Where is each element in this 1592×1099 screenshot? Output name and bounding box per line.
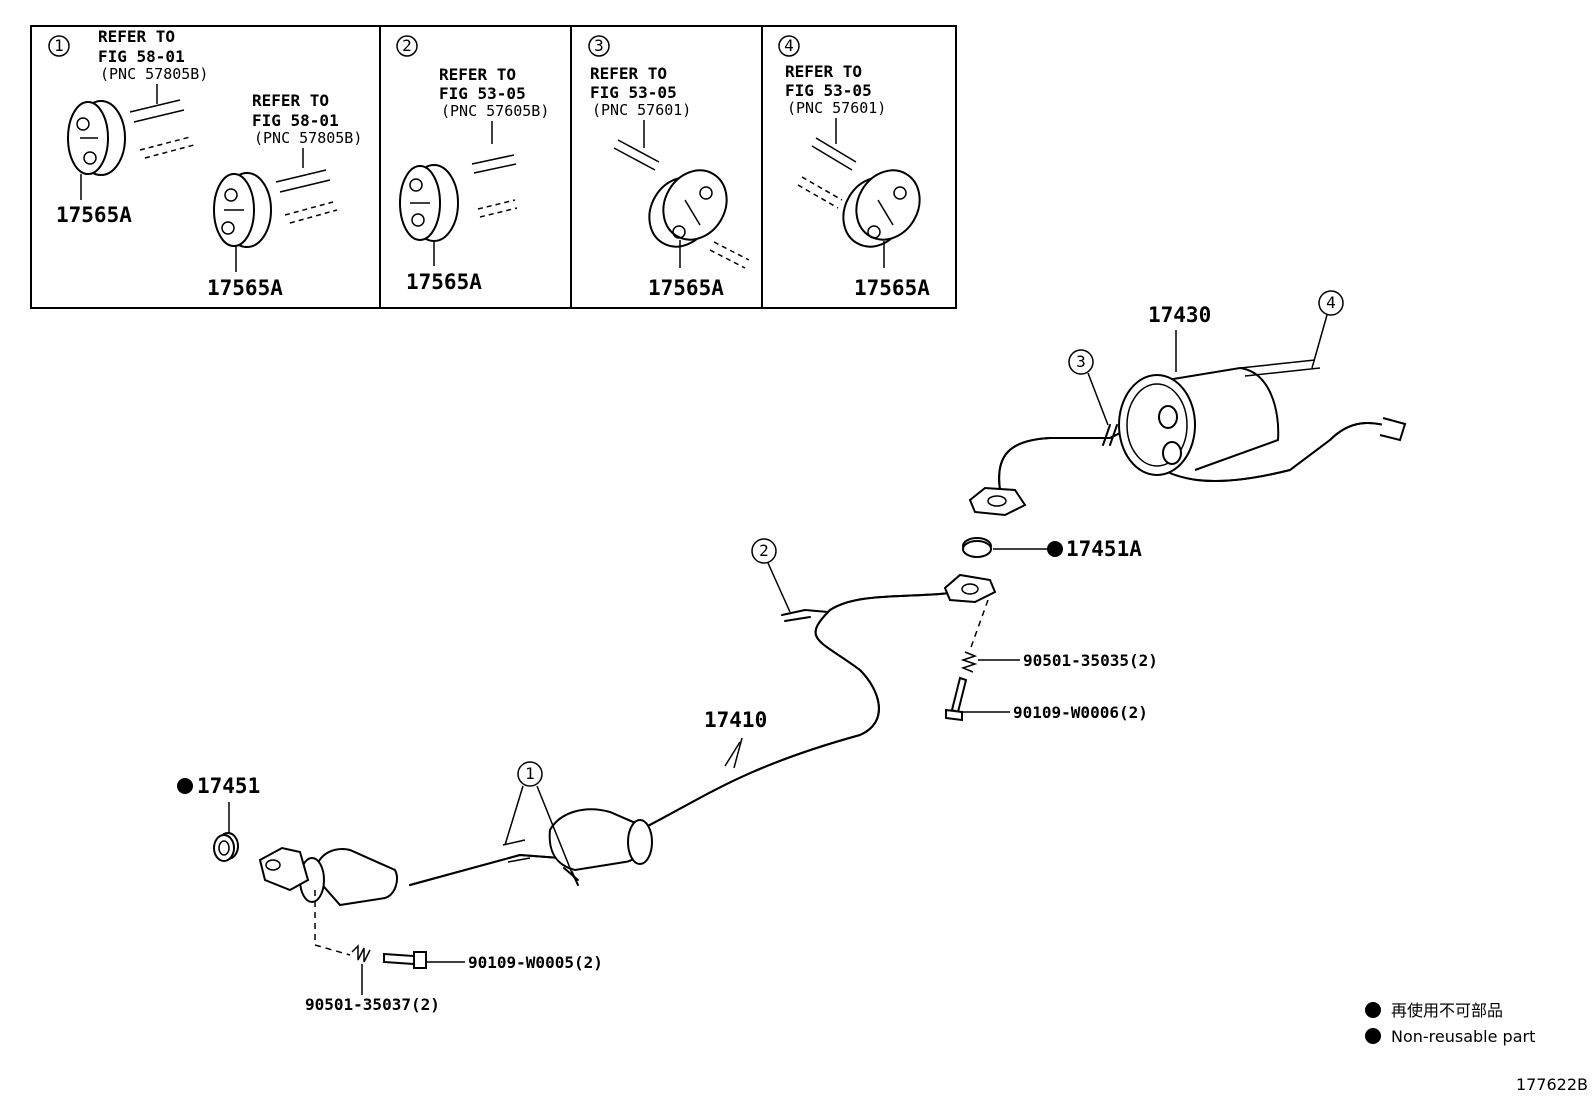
spring-icon (351, 944, 371, 963)
inset-2: 2 REFER TO FIG 53-05 (PNC 57605B) 17565A (396, 35, 549, 294)
inset-4-part: 17565A (854, 276, 930, 300)
inset-3: 3 REFER TO FIG 53-05 (PNC 57601) 17565A (588, 35, 750, 300)
inset-1-ref-b-line1: REFER TO (252, 91, 329, 110)
part-90501-35037-label: 90501-35037(2) (305, 995, 440, 1014)
inset-1-callout: 1 (54, 36, 64, 55)
spring-icon (960, 651, 978, 673)
inset-1-part-a: 17565A (56, 203, 132, 227)
inset-2-ref-line1: REFER TO (439, 65, 516, 84)
inset-1-ref-a-line1: REFER TO (98, 27, 175, 46)
inset-2-ref-pnc: (PNC 57605B) (441, 102, 549, 120)
inset-2-part: 17565A (406, 270, 482, 294)
inset-3-callout: 3 (594, 36, 604, 55)
inset-1-ref-b-pnc: (PNC 57805B) (254, 129, 362, 147)
inset-4-callout: 4 (784, 36, 794, 55)
gasket-ring-icon (962, 537, 992, 558)
non-reusable-dot-icon (1365, 1028, 1381, 1044)
callout-4: 4 (1326, 293, 1336, 312)
inset-4-ref-line2: FIG 53-05 (785, 81, 872, 100)
bolt-icon (945, 676, 968, 722)
inset-panels (30, 25, 957, 309)
rubber-hanger-icon (648, 169, 728, 248)
part-17410-label: 17410 (704, 708, 767, 732)
inset-3-ref-line2: FIG 53-05 (590, 83, 677, 102)
inset-1: 1 REFER TO FIG 58-01 (PNC 57805B) 17565A… (48, 27, 362, 300)
inset-1-ref-a-pnc: (PNC 57805B) (100, 65, 208, 83)
callout-1: 1 (525, 764, 535, 783)
legend: 再使用不可部品 Non-reusable part (1365, 1001, 1535, 1046)
non-reusable-dot-icon (177, 778, 193, 794)
legend-jp: 再使用不可部品 (1391, 1001, 1503, 1020)
inset-3-part: 17565A (648, 276, 724, 300)
inset-4-ref-line1: REFER TO (785, 62, 862, 81)
gasket-ring-icon (213, 832, 239, 862)
rubber-hanger-icon (399, 164, 459, 242)
rubber-hanger-icon (67, 100, 126, 176)
inset-1-part-b: 17565A (207, 276, 283, 300)
tail-pipe-muffler (968, 359, 1407, 517)
part-17451-label: 17451 (197, 774, 260, 798)
inset-2-ref-line2: FIG 53-05 (439, 84, 526, 103)
inset-1-ref-a-line2: FIG 58-01 (98, 47, 185, 66)
part-17430-label: 17430 (1148, 303, 1211, 327)
inset-1-ref-b-line2: FIG 58-01 (252, 111, 339, 130)
bolt-icon (383, 951, 427, 969)
inset-3-ref-line1: REFER TO (590, 64, 667, 83)
inset-4-ref-pnc: (PNC 57601) (787, 99, 886, 117)
legend-en: Non-reusable part (1391, 1027, 1535, 1046)
front-exhaust-pipe (258, 573, 997, 907)
figure-id: 177622B (1516, 1075, 1588, 1094)
inset-3-ref-pnc: (PNC 57601) (592, 101, 691, 119)
part-90109-W0005-label: 90109-W0005(2) (468, 953, 603, 972)
non-reusable-dot-icon (1047, 541, 1063, 557)
rubber-hanger-icon (842, 169, 921, 248)
part-90109-W0006-label: 90109-W0006(2) (1013, 703, 1148, 722)
inset-2-callout: 2 (402, 36, 412, 55)
callout-3: 3 (1076, 352, 1086, 371)
rubber-hanger-icon (213, 172, 272, 248)
part-90501-35035-label: 90501-35035(2) (1023, 651, 1158, 670)
non-reusable-dot-icon (1365, 1002, 1381, 1018)
inset-4: 4 REFER TO FIG 53-05 (PNC 57601) 17565A (778, 35, 930, 300)
callout-2: 2 (759, 541, 769, 560)
part-17451A-label: 17451A (1066, 537, 1142, 561)
